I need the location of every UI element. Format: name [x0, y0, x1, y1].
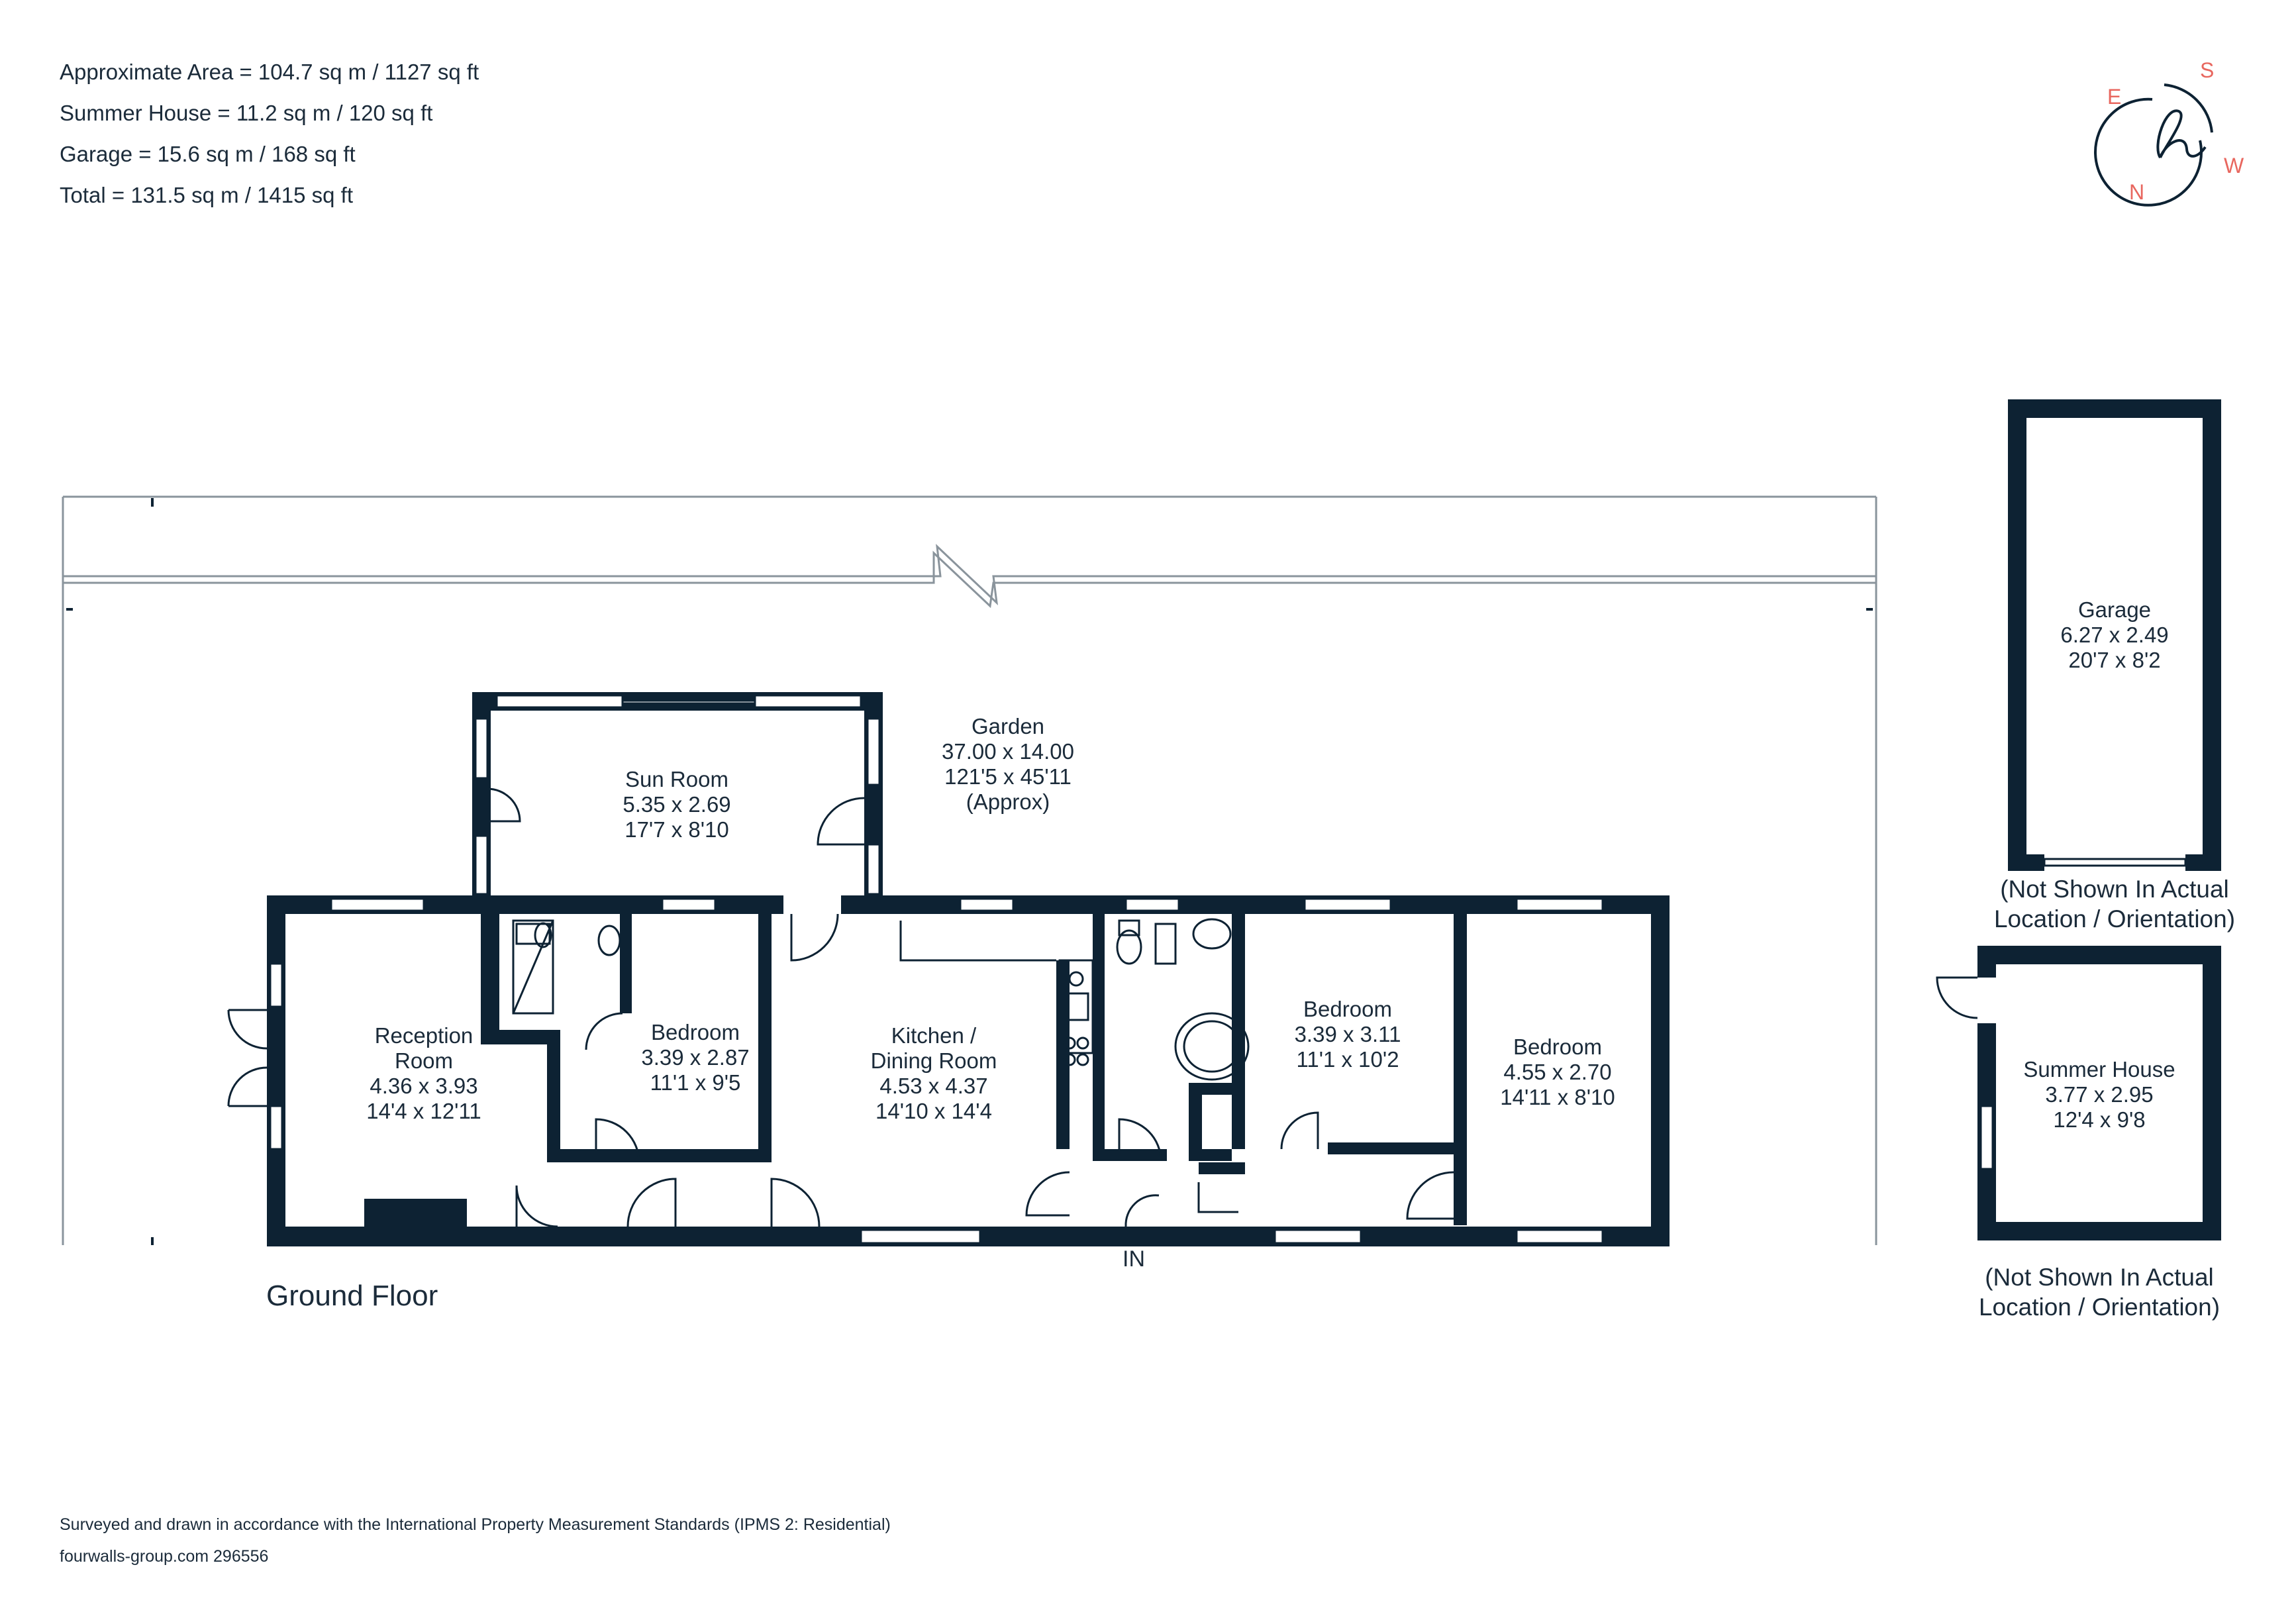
- note-line-2: Location / Orientation): [1993, 905, 2236, 933]
- reception-room-label: Reception Room 4.36 x 3.93 14'4 x 12'11: [366, 1023, 481, 1124]
- room-name: Garage: [2077, 597, 2152, 622]
- approximate-area-text: Approximate Area = 104.7 sq m / 1127 sq …: [60, 60, 479, 84]
- room-metric: 37.00 x 14.00: [942, 739, 1074, 764]
- summer-house-location-note: (Not Shown In Actual Location / Orientat…: [1979, 1262, 2220, 1322]
- room-name: Summer House: [2023, 1057, 2175, 1082]
- room-imperial: 11'1 x 10'2: [1296, 1047, 1399, 1072]
- floor-label: Ground Floor: [266, 1280, 438, 1312]
- room-imperial: 11'1 x 9'5: [650, 1070, 741, 1095]
- room-imperial: 12'4 x 9'8: [2053, 1107, 2146, 1132]
- summer-house-label: Summer House 3.77 x 2.95 12'4 x 9'8: [2023, 1057, 2175, 1133]
- compass-west-label: W: [2224, 154, 2244, 177]
- room-name: Kitchen /: [891, 1023, 977, 1048]
- area-summary: Approximate Area = 104.7 sq m / 1127 sq …: [60, 52, 479, 216]
- garden-boundary: [62, 495, 1877, 1245]
- compass-north-label: N: [2129, 180, 2145, 204]
- room-name: Bedroom: [1513, 1035, 1602, 1059]
- note-line-1: (Not Shown In Actual: [1985, 1264, 2214, 1291]
- garage-label: Garage 6.27 x 2.49 20'7 x 8'2: [2060, 597, 2168, 673]
- room-metric: 4.55 x 2.70: [1503, 1060, 1612, 1084]
- room-imperial: 17'7 x 8'10: [624, 817, 729, 842]
- garage-door: [2043, 858, 2187, 867]
- garage-location-note: (Not Shown In Actual Location / Orientat…: [1994, 874, 2235, 934]
- standards-text: Surveyed and drawn in accordance with th…: [60, 1515, 891, 1534]
- entrance-label: IN: [1123, 1246, 1145, 1272]
- room-imperial: 14'11 x 8'10: [1500, 1085, 1615, 1109]
- room-metric: 4.53 x 4.37: [879, 1074, 988, 1098]
- room-name: Bedroom: [1303, 997, 1392, 1021]
- sun-room-label: Sun Room 5.35 x 2.69 17'7 x 8'10: [623, 767, 730, 842]
- room-imperial: 14'10 x 14'4: [875, 1099, 992, 1123]
- kitchen-dining-label: Kitchen / Dining Room 4.53 x 4.37 14'10 …: [871, 1023, 997, 1124]
- room-name-2: Room: [394, 1048, 454, 1073]
- summer-house-area-text: Summer House = 11.2 sq m / 120 sq ft: [60, 101, 433, 125]
- doors: [227, 787, 1454, 1228]
- room-metric: 3.77 x 2.95: [2045, 1082, 2154, 1107]
- garage-walls: [2008, 399, 2221, 871]
- room-imperial: 121'5 x 45'11: [944, 764, 1072, 789]
- room-metric: 3.39 x 3.11: [1294, 1022, 1401, 1046]
- room-name: Bedroom: [651, 1020, 740, 1044]
- room-metric: 3.39 x 2.87: [641, 1045, 750, 1070]
- summer-house-window: [1979, 1105, 1994, 1170]
- compass-south-label: S: [2200, 58, 2215, 82]
- fixtures: [512, 918, 1250, 1081]
- bedroom-end-label: Bedroom 4.55 x 2.70 14'11 x 8'10: [1500, 1035, 1615, 1110]
- room-metric: 5.35 x 2.69: [623, 792, 731, 817]
- summer-house-walls: [1977, 946, 2221, 1240]
- bedroom-mid-label: Bedroom 3.39 x 3.11 11'1 x 10'2: [1295, 997, 1401, 1072]
- windows: [269, 694, 1604, 1244]
- footer: Surveyed and drawn in accordance with th…: [60, 1509, 891, 1572]
- room-metric: 6.27 x 2.49: [2060, 623, 2169, 647]
- bedroom-small-label: Bedroom 3.39 x 2.87 11'1 x 9'5: [641, 1020, 749, 1095]
- garden-label: Garden 37.00 x 14.00 121'5 x 45'11 (Appr…: [942, 714, 1074, 815]
- note-line-2: Location / Orientation): [1978, 1293, 2221, 1321]
- room-note: (Approx): [966, 789, 1050, 814]
- summer-house-door: [1936, 976, 1978, 1019]
- room-imperial: 14'4 x 12'11: [366, 1099, 481, 1123]
- reference-text: fourwalls-group.com 296556: [60, 1547, 269, 1566]
- note-line-1: (Not Shown In Actual: [2000, 876, 2229, 903]
- compass-logo-icon: [2094, 83, 2213, 207]
- room-imperial: 20'7 x 8'2: [2068, 648, 2161, 672]
- garage-area-text: Garage = 15.6 sq m / 168 sq ft: [60, 142, 356, 166]
- room-name: Sun Room: [625, 767, 728, 791]
- total-area-text: Total = 131.5 sq m / 1415 sq ft: [60, 183, 354, 207]
- room-name: Garden: [971, 714, 1045, 738]
- room-metric: 4.36 x 3.93: [370, 1074, 478, 1098]
- room-name: Reception: [374, 1023, 474, 1048]
- compass-east-label: E: [2107, 85, 2122, 109]
- room-name-2: Dining Room: [870, 1048, 997, 1073]
